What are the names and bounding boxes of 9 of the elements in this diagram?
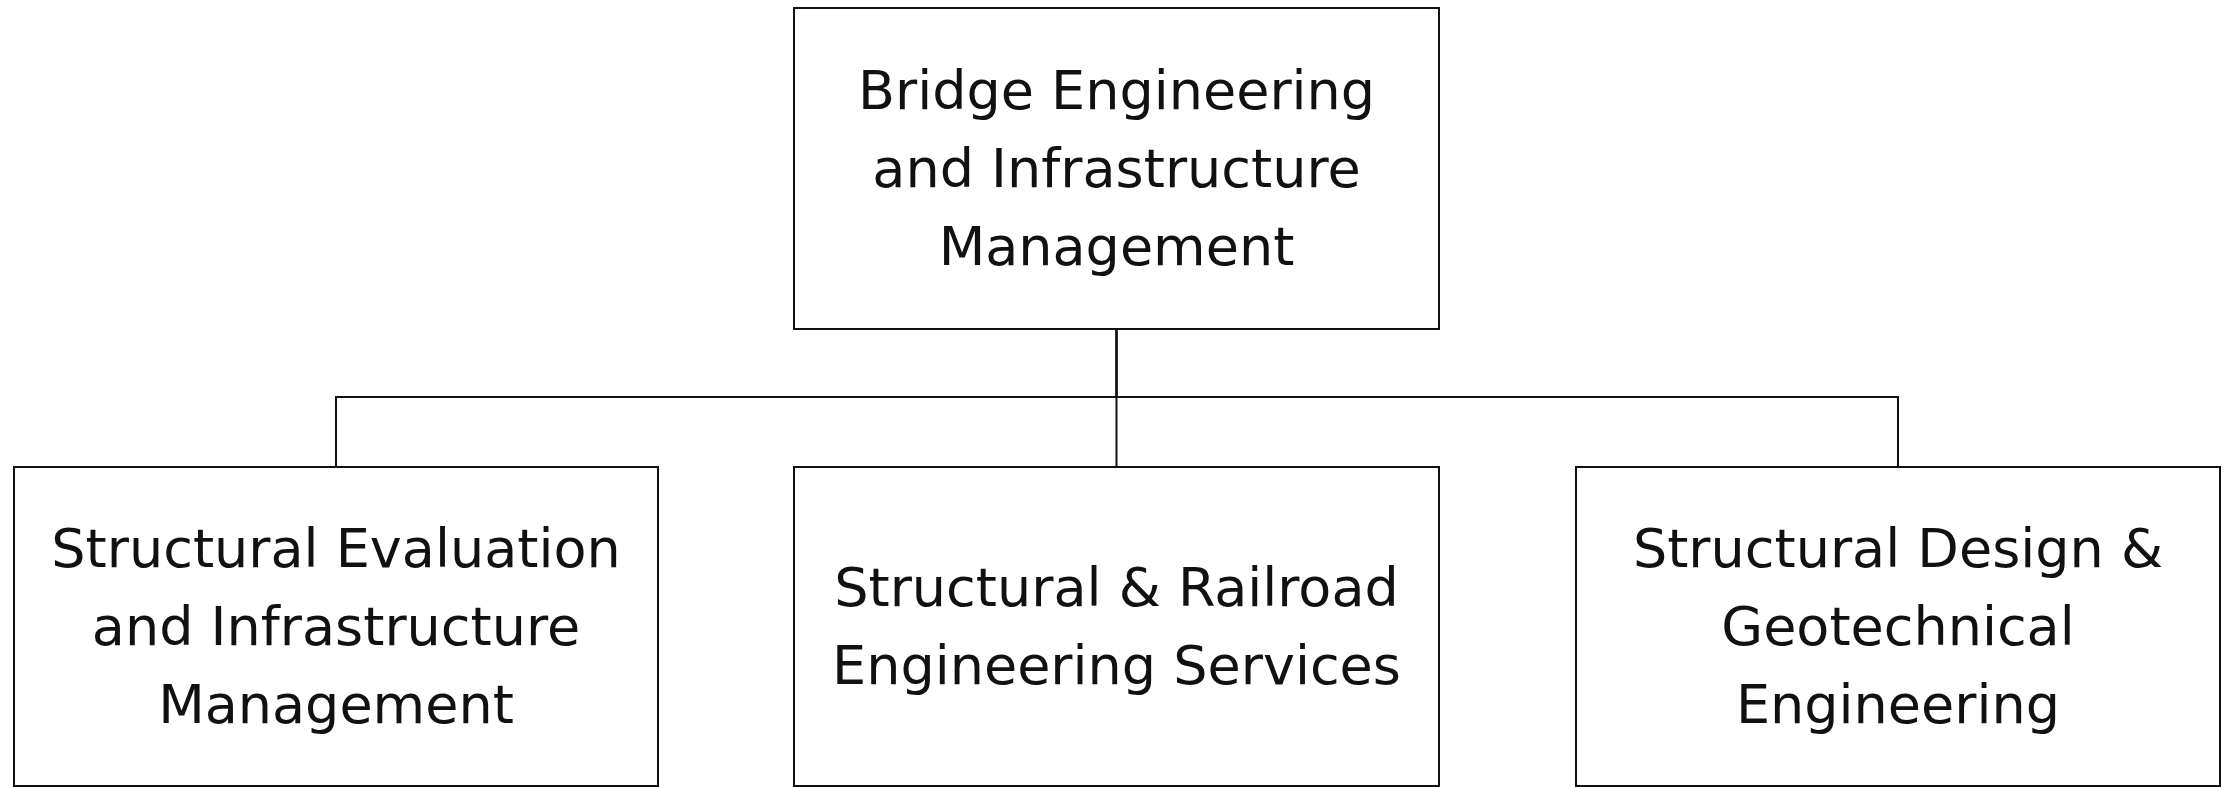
org-box bbox=[793, 466, 1440, 787]
box-label: Structural Design & Geotechnical Engineering bbox=[1631, 515, 2165, 738]
box-label: Bridge Engineering and Infrastructure Management bbox=[856, 57, 1377, 280]
org-box bbox=[13, 466, 659, 787]
org-box bbox=[793, 7, 1440, 330]
connector-line bbox=[1115, 329, 1899, 467]
box-label: Structural & Railroad Engineering Services bbox=[831, 554, 1402, 699]
org-box bbox=[1575, 466, 2221, 787]
box-label: Structural Evaluation and Infrastructure Management bbox=[50, 515, 622, 738]
